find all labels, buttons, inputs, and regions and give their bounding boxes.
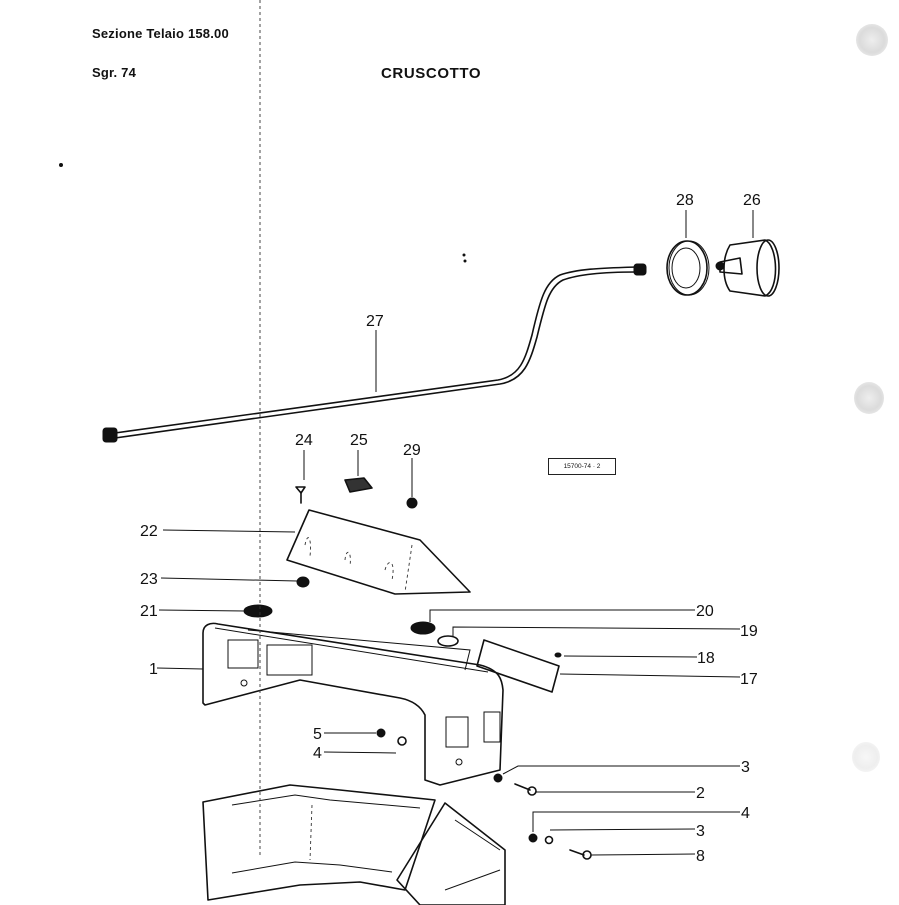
callout-22: 22	[140, 523, 158, 540]
callout-1: 1	[149, 661, 158, 678]
callout-26: 26	[743, 192, 761, 209]
lower-side-panel[interactable]	[396, 802, 506, 905]
callout-17: 17	[740, 671, 758, 688]
part-4-washer[interactable]	[528, 833, 538, 843]
part-27-speedometer-cable[interactable]	[102, 263, 647, 443]
callout-23: 23	[140, 571, 158, 588]
part-26-speedometer-gauge[interactable]	[715, 239, 780, 297]
part-2-bolt[interactable]	[514, 783, 537, 796]
part-23-grommet[interactable]	[296, 576, 310, 588]
callout-5: 5	[313, 726, 322, 743]
part-22-dashboard-cover[interactable]	[286, 509, 471, 595]
callout-leaders	[156, 210, 754, 856]
punch-hole-mark	[852, 742, 880, 772]
part-5-nut[interactable]	[376, 728, 386, 738]
lower-front-panel[interactable]	[202, 0, 436, 901]
callout-2: 2	[696, 785, 705, 802]
punch-hole-mark	[854, 382, 884, 414]
part-8-bolt[interactable]	[569, 849, 592, 860]
callout-4: 4	[313, 745, 322, 762]
callout-4b: 4	[741, 805, 750, 822]
callout-21: 21	[140, 603, 158, 620]
callout-3: 3	[741, 759, 750, 776]
part-24-screw[interactable]	[295, 486, 306, 504]
part-4-washer[interactable]	[397, 736, 407, 746]
part-1-dashboard-bracket[interactable]	[202, 622, 504, 786]
part-18-rivet[interactable]	[554, 652, 562, 658]
callout-25: 25	[350, 432, 368, 449]
callout-3b: 3	[696, 823, 705, 840]
callout-20: 20	[696, 603, 714, 620]
part-17-cover-plate[interactable]	[476, 639, 560, 693]
part-21-grommet[interactable]	[243, 604, 273, 618]
part-3-washer[interactable]	[544, 835, 554, 845]
subgroup-label: Sgr. 74	[92, 65, 137, 80]
part-19-washer[interactable]	[437, 635, 459, 647]
scan-speck	[59, 163, 63, 167]
cable-end-fitting	[633, 263, 647, 276]
section-label: Sezione Telaio 158.00	[92, 26, 229, 41]
part-29-plug[interactable]	[406, 497, 418, 509]
callout-27: 27	[366, 313, 384, 330]
drawing-reference-code: 15700-74 · 2	[548, 458, 616, 475]
callout-18: 18	[697, 650, 715, 667]
part-25-clip[interactable]	[344, 477, 373, 493]
part-28-bezel-ring[interactable]	[666, 240, 710, 296]
scan-speck	[463, 259, 467, 263]
callout-24: 24	[295, 432, 313, 449]
page-title: CRUSCOTTO	[381, 65, 482, 82]
punch-hole-mark	[856, 24, 888, 56]
part-3-washer[interactable]	[493, 773, 503, 783]
callout-28: 28	[676, 192, 694, 209]
part-20-cap[interactable]	[410, 621, 436, 635]
callout-29: 29	[403, 442, 421, 459]
callout-19: 19	[740, 623, 758, 640]
cable-end-fitting	[102, 427, 118, 443]
callout-8: 8	[696, 848, 705, 865]
scan-speck	[462, 253, 466, 257]
